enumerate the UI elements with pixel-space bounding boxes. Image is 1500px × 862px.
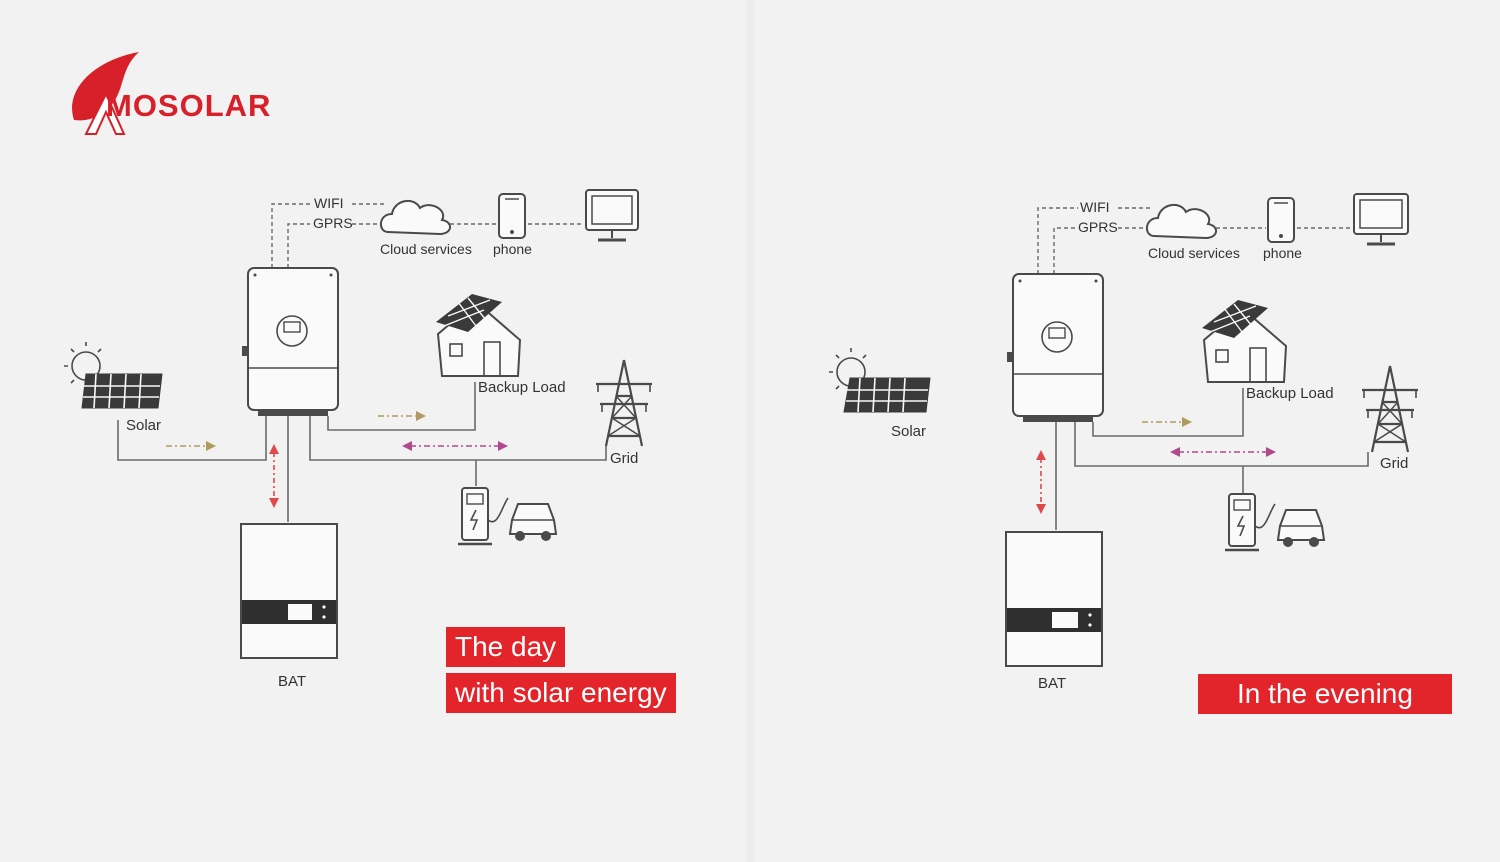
phone-icon: [1267, 197, 1295, 243]
gprs-link: [1053, 227, 1076, 274]
phone-label: phone: [493, 241, 532, 257]
inverter-icon: [1007, 273, 1104, 422]
battery-icon: [240, 523, 338, 659]
car-icon: [508, 503, 558, 541]
load-arrow-head: [1182, 417, 1192, 427]
day-diagram: WIFI GPRS Cloud services phone: [64, 189, 652, 690]
caption-evening: In the evening: [1198, 674, 1452, 714]
grid-arrow-head-left: [1170, 447, 1180, 457]
load-arrow-head: [416, 411, 426, 421]
grid-arrow-head-left: [402, 441, 412, 451]
cloud-label: Cloud services: [380, 241, 472, 257]
grid-label: Grid: [610, 450, 638, 467]
bat-label: BAT: [1038, 675, 1066, 692]
flame-icon: [72, 52, 139, 135]
backup-load-label: Backup Load: [478, 379, 566, 396]
backup-line: [327, 382, 476, 431]
battery-arrow-down: [269, 498, 279, 508]
grid-arrow-head-right: [498, 441, 508, 451]
power-tower-icon: [596, 359, 652, 447]
wifi-label: WIFI: [314, 195, 344, 211]
ev-charger-icon: [1225, 493, 1276, 552]
right-panel: WIFI GPRS Cloud services phone: [754, 0, 1500, 862]
backup-load-label: Backup Load: [1246, 385, 1334, 402]
caption-day-line2: with solar energy: [446, 673, 676, 713]
wifi-link: [271, 203, 312, 268]
grid-arrow-head-right: [1266, 447, 1276, 457]
solar-label: Solar: [126, 417, 161, 434]
phone-label: phone: [1263, 245, 1302, 261]
ev-charger-icon: [458, 487, 509, 546]
brand-logo: MOSOLAR: [64, 50, 324, 140]
grid-line: [309, 416, 607, 461]
car-icon: [1276, 509, 1326, 547]
evening-diagram: WIFI GPRS Cloud services phone: [829, 193, 1418, 692]
house-icon: [1202, 300, 1288, 383]
cloud-icon: [1146, 203, 1217, 240]
solar-label: Solar: [891, 423, 926, 440]
caption-day-line1: The day: [446, 627, 566, 667]
gprs-link: [287, 223, 310, 268]
cloud-label: Cloud services: [1148, 245, 1240, 261]
power-tower-icon: [1362, 365, 1418, 453]
wifi-label: WIFI: [1080, 199, 1110, 215]
cloud-icon: [380, 199, 451, 236]
inverter-icon: [242, 267, 339, 416]
battery-arrow-up: [1036, 450, 1046, 460]
solar-arrow-head: [206, 441, 216, 451]
left-panel: MOSOLAR WIFI GPRS Cloud services phone: [0, 0, 746, 862]
grid-label: Grid: [1380, 455, 1408, 472]
solar-panel-icon: [64, 342, 163, 409]
gprs-label: GPRS: [1078, 219, 1118, 235]
solar-line: [117, 416, 267, 461]
backup-line: [1092, 388, 1244, 437]
battery-arrow-down: [1036, 504, 1046, 514]
solar-panel-icon: [829, 348, 931, 413]
gprs-label: GPRS: [313, 215, 353, 231]
brand-name: MOSOLAR: [106, 88, 272, 123]
phone-icon: [498, 193, 526, 239]
grid-line: [1074, 422, 1369, 467]
wifi-link: [1037, 207, 1078, 274]
battery-arrow-up: [269, 444, 279, 454]
bat-label: BAT: [278, 673, 306, 690]
monitor-icon: [585, 189, 639, 242]
battery-icon: [1005, 531, 1103, 667]
monitor-icon: [1353, 193, 1409, 246]
house-icon: [436, 294, 522, 377]
